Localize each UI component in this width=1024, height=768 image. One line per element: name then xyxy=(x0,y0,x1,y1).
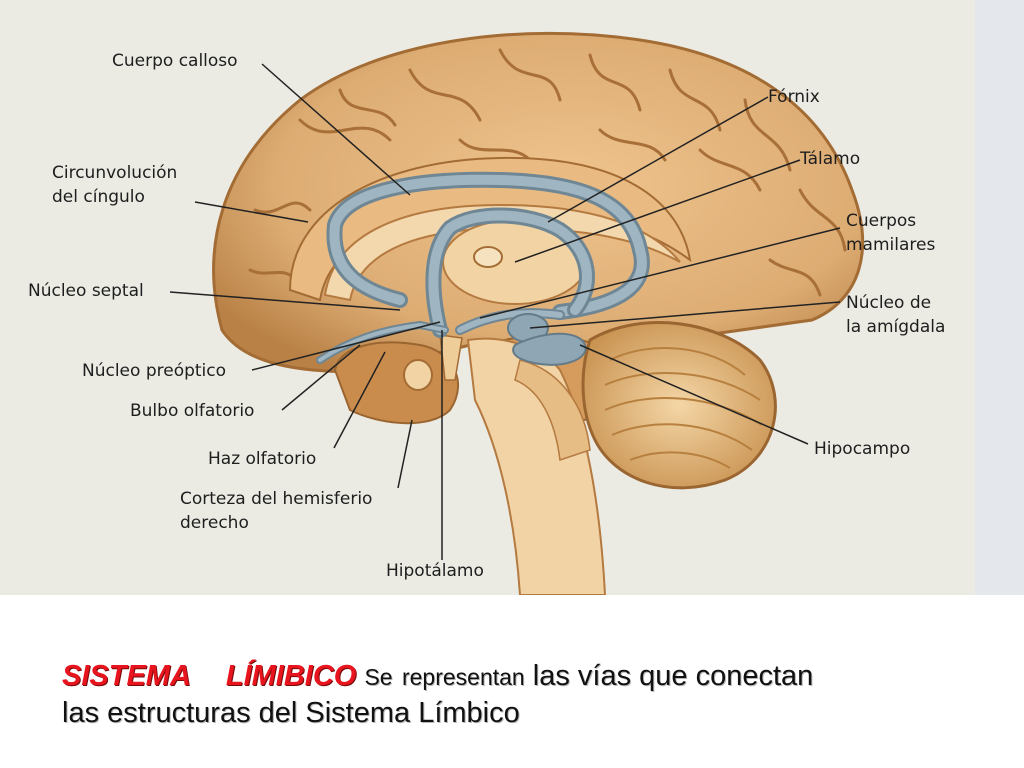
label-cuerpos-mamilares-line1: Cuerpos xyxy=(846,211,917,231)
label-amigdala-line2: la amígdala xyxy=(846,317,946,337)
label-hipotalamo: Hipotálamo xyxy=(386,561,484,581)
cerebellum-folia xyxy=(604,347,763,469)
pons xyxy=(514,359,591,462)
cortex-gyri xyxy=(248,48,847,297)
corpus-callosum xyxy=(323,203,681,302)
label-talamo: Tálamo xyxy=(800,149,861,169)
label-amigdala-line1: Núcleo de xyxy=(846,293,932,313)
caption-line2: las estructuras del Sistema Límbico xyxy=(62,697,520,729)
label-nucleo-preoptico: Núcleo preóptico xyxy=(82,361,227,381)
caption-intro: Se representan xyxy=(364,664,525,690)
leader-lines xyxy=(169,63,841,560)
label-circunvolucion-line1: Circunvolución xyxy=(52,163,178,183)
hippocampus-blob xyxy=(512,332,587,366)
label-corteza-line2: derecho xyxy=(180,513,249,533)
limbic-pathway xyxy=(316,171,650,364)
label-haz-olfatorio: Haz olfatorio xyxy=(208,449,317,469)
label-nucleo-septal: Núcleo septal xyxy=(28,281,144,301)
brain-illustration xyxy=(169,0,1024,595)
hypothalamus-stalk xyxy=(439,334,463,381)
label-cuerpo-calloso: Cuerpo calloso xyxy=(112,51,238,71)
label-hipocampo: Hipocampo xyxy=(814,439,911,459)
cerebellum xyxy=(581,321,777,490)
brain-diagram: Cuerpo calloso Circunvolución del cíngul… xyxy=(0,0,1024,595)
label-bulbo-olfatorio: Bulbo olfatorio xyxy=(130,401,255,421)
label-corteza-line1: Corteza del hemisferio xyxy=(180,489,373,509)
label-circunvolucion-line2: del cíngulo xyxy=(52,187,145,207)
background-strip xyxy=(975,0,1024,595)
thalamus-nucleus xyxy=(473,246,503,268)
caption: SISTEMA LÍMIBICO Se representan las vías… xyxy=(62,658,992,731)
caption-title: SISTEMA LÍMIBICO xyxy=(62,660,357,692)
caption-line1: las vías que conectan xyxy=(532,660,814,692)
label-cuerpos-mamilares-line2: mamilares xyxy=(846,235,936,255)
mammillary-body xyxy=(403,359,433,391)
label-fornix: Fórnix xyxy=(768,87,820,107)
